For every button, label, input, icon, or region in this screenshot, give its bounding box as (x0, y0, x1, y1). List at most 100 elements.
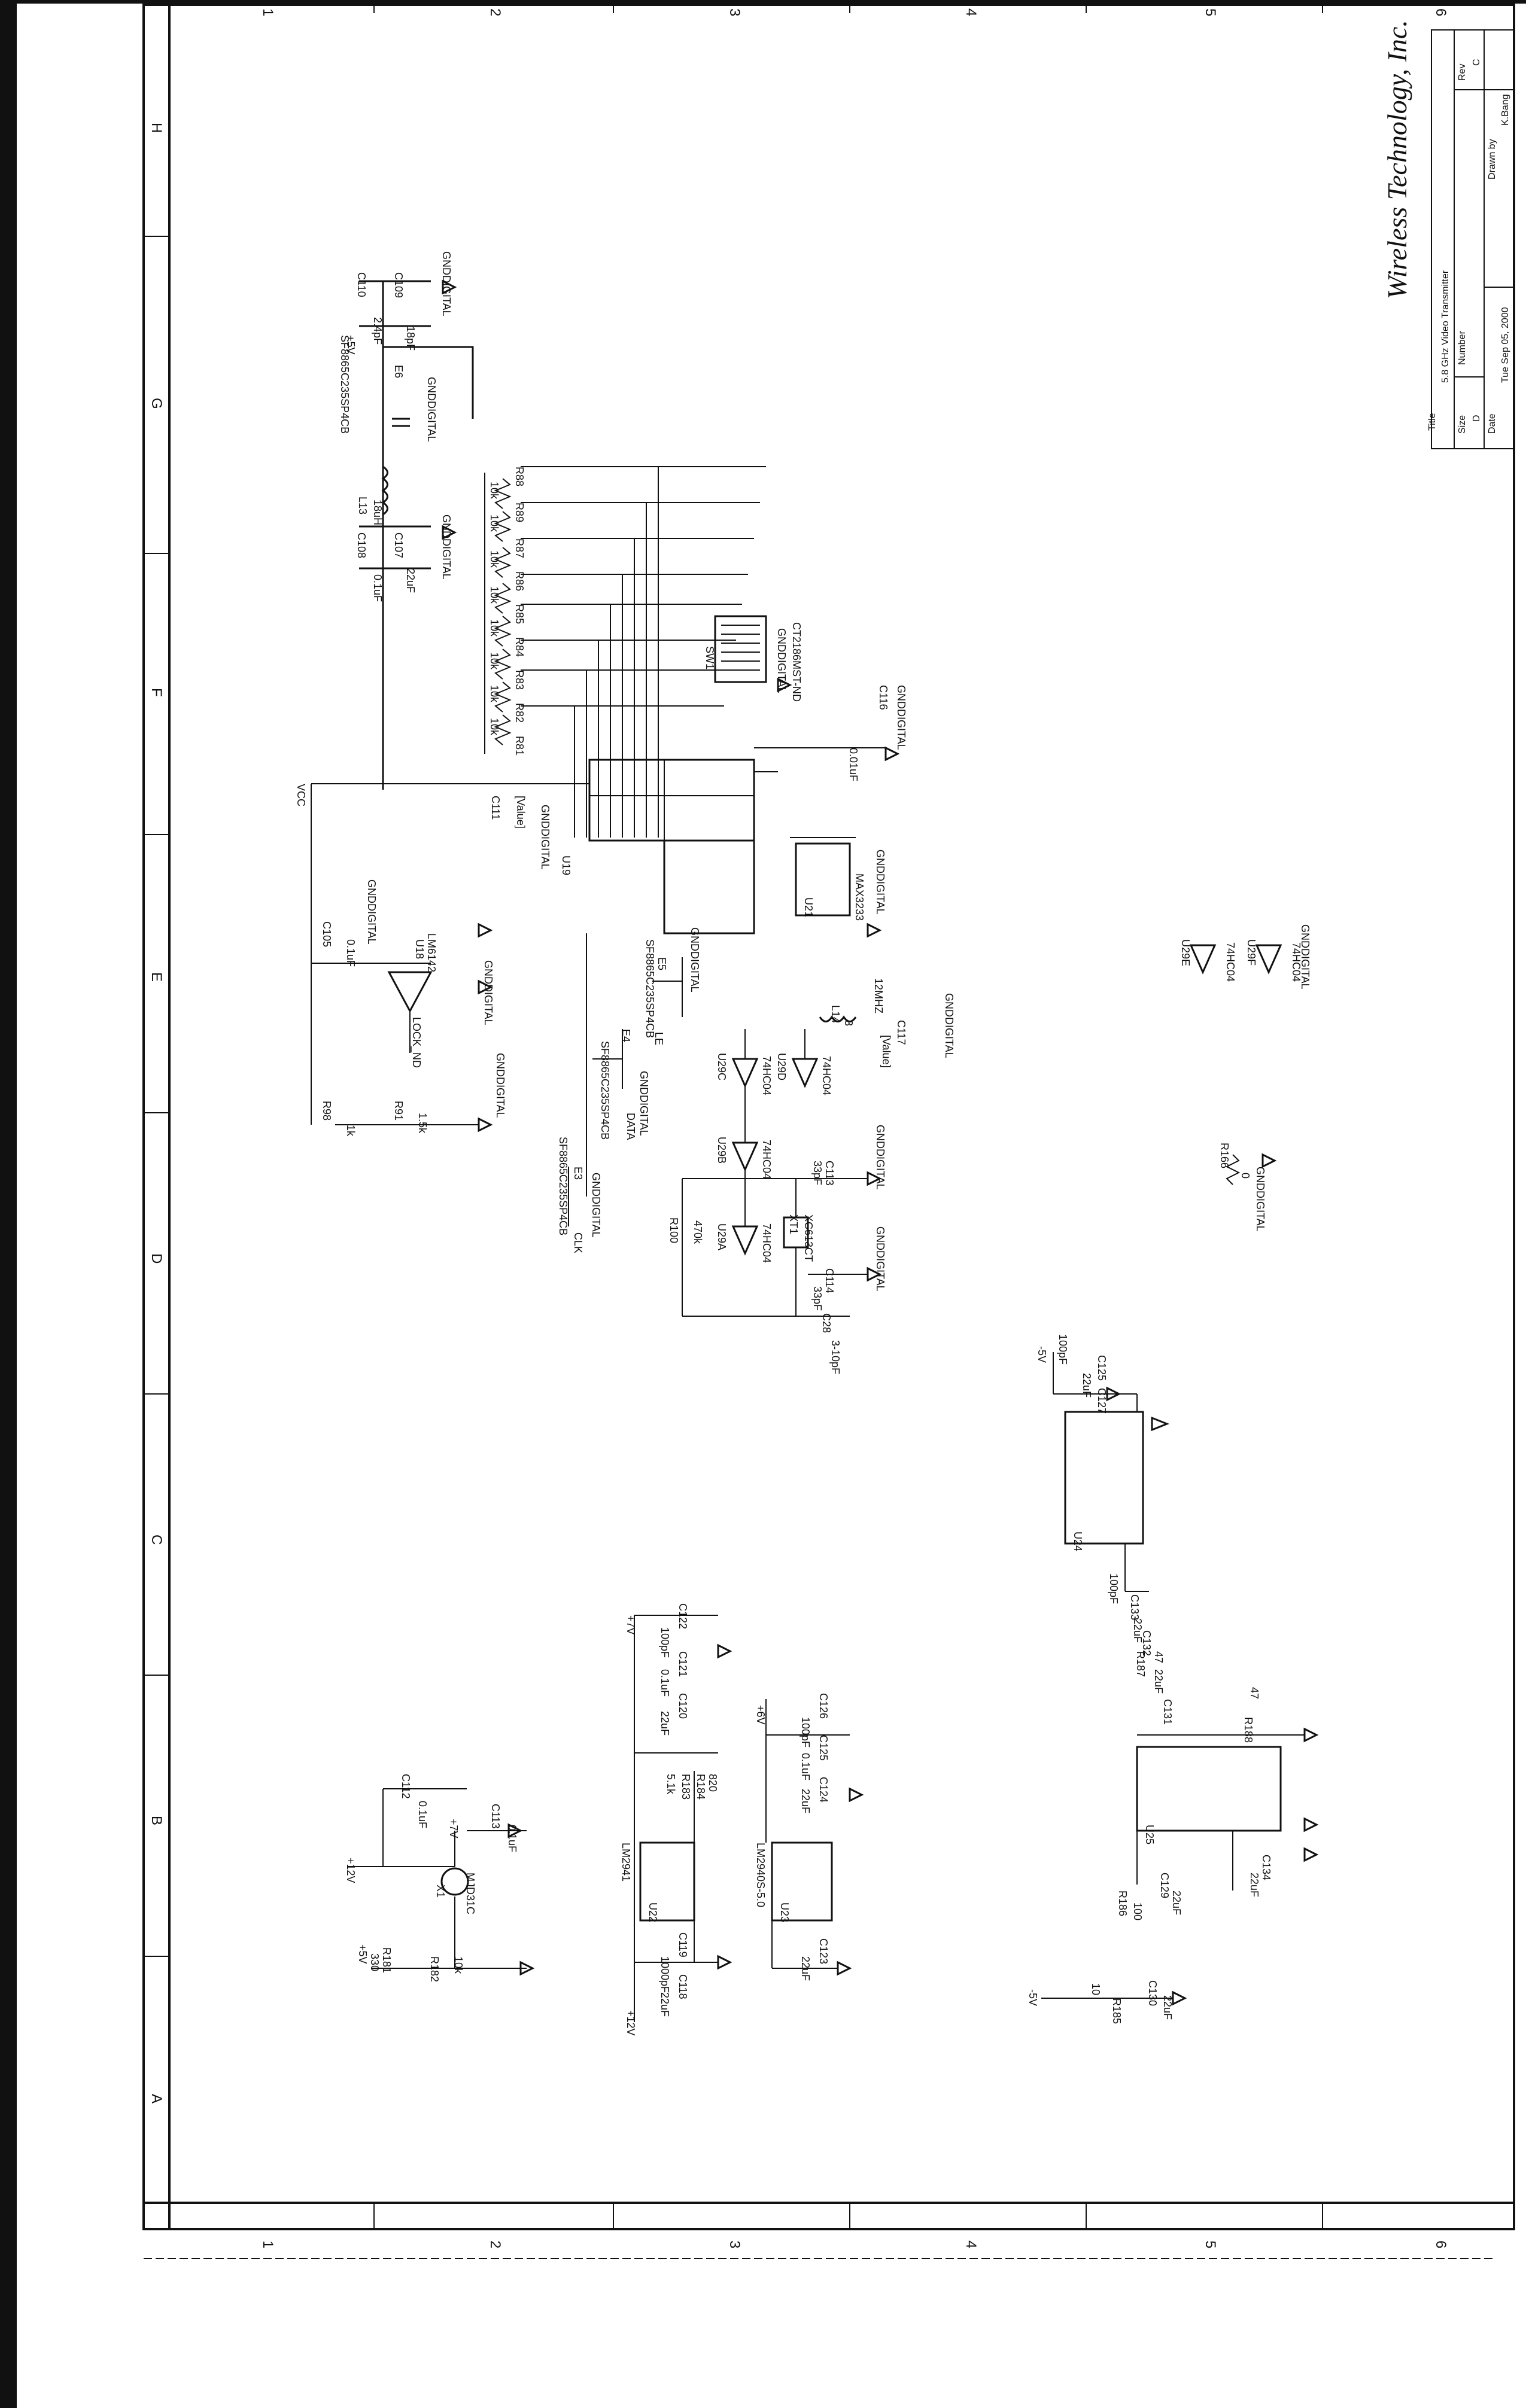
u29d-label: U29D (776, 1053, 788, 1080)
u25-ic (1136, 1727, 1319, 1891)
zone-number-4: 4 (963, 8, 979, 16)
r91-label: R91 (393, 1101, 405, 1121)
v5-label: +5V (345, 335, 357, 355)
hc-label-a: 74HC04 (761, 1223, 773, 1263)
hc-label-f: 74HC04 (1290, 942, 1302, 982)
v12-label-tr: +12V (345, 1858, 357, 1883)
c110-value: 2.4pF (372, 317, 384, 345)
lm2940-regulator (765, 1699, 864, 1976)
gnd-label-c114: GNDDIGITAL (874, 1226, 886, 1292)
zone-letter-c: C (148, 1535, 165, 1545)
lm-part: LM6142 (425, 933, 437, 972)
r-value-8: 10k (488, 718, 500, 736)
u29e-label: U29E (1180, 939, 1191, 966)
zone-letter-d: D (148, 1253, 165, 1264)
r83-label: R83 (513, 670, 525, 690)
rev-label: Rev (1457, 64, 1467, 81)
e5-label: E5 (656, 957, 668, 970)
sfb1-label: SF8865C235SP4CB (339, 335, 351, 434)
u18-opamp (311, 784, 493, 1133)
gnd-symbol-c116 (884, 746, 900, 762)
c126-label: C126 (817, 1693, 829, 1719)
u29f-label: U29F (1245, 939, 1257, 966)
r188-value: 47 (1248, 1687, 1260, 1699)
vcc-label: VCC (295, 784, 307, 806)
hex-inverters (682, 944, 1282, 1317)
rev-value: C (1472, 59, 1482, 66)
crystal-section (783, 1171, 882, 1316)
r82-label: R82 (513, 703, 525, 723)
scan-edge-left (0, 0, 17, 2408)
r-value-4: 10k (488, 586, 500, 604)
gnd-label-e3: GNDDIGITAL (590, 1173, 602, 1238)
c116-value: 0.01uF (847, 748, 859, 781)
e6-label: E6 (393, 365, 405, 378)
gnd-label-r91: GNDDIGITAL (494, 1053, 506, 1118)
c28-value: 3-10pF (829, 1340, 841, 1374)
c125-label: C125 (1096, 1355, 1108, 1381)
transistor-section (347, 1788, 535, 1976)
c130-value: 22uF (1162, 1995, 1174, 2020)
zone-number-1: 1 (260, 8, 276, 16)
r181-label: R181 (381, 1947, 393, 1973)
c111-label: C111 (490, 796, 501, 820)
zone-ticks (144, 5, 1323, 2229)
data-label: DATA (625, 1113, 637, 1140)
c130-label: C130 (1147, 1980, 1159, 2006)
r-value-6: 10k (488, 652, 500, 670)
c119-value: 1000pF (659, 1956, 671, 1993)
r-value-3: 10k (488, 550, 500, 568)
zone-number-6-bottom: 6 (1433, 2240, 1449, 2248)
c113-label: C113 (823, 1161, 835, 1186)
c123-value: 22uF (800, 1956, 811, 1981)
zone-letter-b: B (148, 1816, 165, 1825)
sw1-part: CT2186MST-ND (791, 622, 802, 702)
v7-top-label: +7V (625, 1615, 637, 1635)
company-name: Wireless Technology, Inc. (1382, 20, 1412, 299)
r184-value: 820 (707, 1774, 719, 1792)
c112-label: C112 (400, 1774, 412, 1799)
date-label: Date (1487, 413, 1497, 434)
drawn-by-value: K.Bang (1500, 95, 1510, 126)
le-label: LE (653, 1032, 665, 1045)
r86-label: R86 (513, 571, 525, 591)
hc-label-e: 74HC04 (1224, 942, 1236, 982)
gnd-label-c105: GNDDIGITAL (366, 879, 378, 945)
l14-value: 3 (843, 1020, 855, 1026)
zone-number-6: 6 (1433, 8, 1449, 16)
r182-label: R182 (428, 1956, 440, 1982)
u23-label: U23 (779, 1902, 791, 1922)
number-label: Number (1457, 330, 1467, 365)
r166-label: R166 (1218, 1143, 1230, 1168)
u21-label: U21 (802, 897, 814, 917)
r186-value: 100 (1132, 1902, 1144, 1920)
c107-label: C107 (393, 532, 405, 558)
e3-label: E3 (572, 1167, 584, 1180)
c108-value: 0.1uF (372, 574, 384, 602)
r187-value: 47 (1153, 1651, 1165, 1663)
u22-label: U22 (647, 1902, 659, 1922)
v5-label-tr: +5V (357, 1944, 369, 1964)
u19-label: U19 (560, 856, 572, 875)
gnd-label-sw1: GNDDIGITAL (776, 628, 788, 693)
mjd31c-label: MJD31C (464, 1873, 476, 1914)
r98-label: R98 (321, 1101, 333, 1121)
r-value-7: 10k (488, 685, 500, 703)
c113b-value: 0.1uF (506, 1825, 518, 1852)
xt1-part: XC613CT (802, 1214, 814, 1262)
c127-value: 22uF (1081, 1373, 1093, 1398)
gnd-label-3: GNDDIGITAL (440, 515, 452, 580)
gnd-label-e5: GNDDIGITAL (689, 927, 701, 993)
gnd-label-c117: GNDDIGITAL (943, 993, 955, 1058)
c133-value: 100pF (1108, 1573, 1120, 1604)
gnd-label-u21: GNDDIGITAL (874, 850, 886, 915)
c110-label: C110 (355, 272, 367, 297)
c123-label: C123 (817, 1938, 829, 1964)
u21-part: MAX3233 (853, 873, 865, 921)
v7-label: +7V (448, 1819, 460, 1838)
r187-label: R187 (1135, 1651, 1147, 1677)
c120-label: C120 (677, 1693, 689, 1719)
x1-label: X1 (434, 1885, 446, 1898)
gnd-label-u29f: GNDDIGITAL (1299, 924, 1311, 990)
r186-label: R186 (1117, 1891, 1129, 1916)
